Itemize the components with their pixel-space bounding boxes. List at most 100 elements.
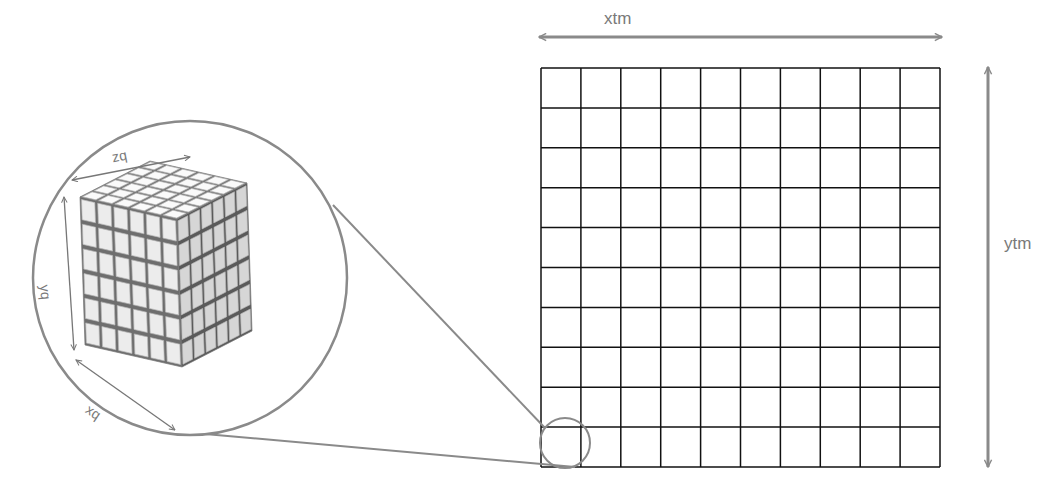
small-cube — [84, 274, 98, 297]
dimension-arrow — [539, 36, 942, 39]
small-cube — [115, 232, 129, 255]
small-cube — [86, 323, 100, 346]
small-cube — [237, 210, 247, 235]
grid-line — [541, 267, 940, 269]
small-cube — [114, 207, 128, 230]
grid-line — [541, 386, 940, 388]
small-cube — [146, 214, 160, 237]
small-cube — [202, 204, 212, 229]
grid-line — [859, 68, 861, 467]
small-cube — [149, 288, 163, 311]
small-cube — [164, 267, 178, 290]
small-cube — [192, 284, 202, 309]
dimension-label: ytm — [1004, 234, 1031, 253]
cube-illustration — [80, 161, 252, 367]
small-cube — [116, 256, 130, 279]
dimension-arrow — [987, 67, 990, 467]
small-cube — [180, 265, 190, 290]
small-cube — [166, 317, 180, 340]
dimension-arrow — [64, 197, 74, 350]
small-cube — [181, 290, 191, 315]
small-cube — [216, 272, 226, 297]
dimension-arrow — [72, 157, 190, 180]
grid-line — [541, 307, 940, 309]
small-cube — [175, 204, 198, 212]
small-cube — [99, 228, 113, 251]
small-cube — [100, 277, 114, 300]
grid-line — [939, 68, 941, 467]
small-cube — [190, 210, 200, 235]
small-cube — [228, 290, 238, 315]
grid-line — [541, 466, 940, 468]
small-cube — [213, 198, 223, 223]
grid-line — [899, 68, 901, 467]
small-cube — [217, 321, 227, 346]
grid — [541, 68, 940, 467]
dimension-label: yq — [37, 284, 54, 300]
small-cube — [182, 314, 192, 339]
small-cube — [150, 313, 164, 336]
small-cube — [237, 186, 247, 211]
leader-line — [205, 434, 575, 467]
cube-face — [80, 197, 182, 367]
small-cube — [162, 218, 176, 241]
small-cube — [225, 192, 235, 217]
cube-face — [80, 161, 247, 219]
grid-line — [541, 347, 940, 349]
small-cube — [130, 211, 144, 234]
small-cube — [131, 235, 145, 258]
small-cube — [198, 192, 221, 200]
small-cube — [102, 327, 116, 350]
leader-line — [333, 205, 545, 428]
small-cube — [163, 243, 177, 266]
small-cube — [240, 284, 250, 309]
grid-line — [541, 426, 940, 428]
small-cube — [165, 292, 179, 315]
small-cube — [206, 327, 216, 352]
small-cube — [182, 339, 192, 364]
small-cube — [229, 315, 239, 340]
small-cube — [192, 259, 202, 284]
small-cube — [83, 249, 97, 272]
small-cube — [148, 264, 162, 287]
small-cube — [187, 198, 210, 206]
small-cube — [215, 247, 225, 272]
small-cube — [226, 216, 236, 241]
small-cube — [222, 180, 245, 188]
zoom-circle — [540, 418, 590, 468]
dimension-arrow — [76, 360, 175, 430]
small-cube — [194, 333, 204, 358]
small-cube — [217, 296, 227, 321]
small-cube — [150, 338, 164, 361]
grid-line — [820, 68, 822, 467]
small-cube — [116, 281, 130, 304]
small-cube — [82, 200, 96, 223]
small-cube — [191, 234, 201, 259]
small-cube — [99, 253, 113, 276]
dimension-label: xtm — [604, 9, 631, 28]
small-cube — [193, 308, 203, 333]
small-cube — [238, 235, 248, 260]
dimension-label: zq — [111, 147, 129, 166]
small-cube — [178, 216, 188, 241]
small-cube — [227, 241, 237, 266]
small-cube — [82, 224, 96, 247]
small-cube — [179, 240, 189, 265]
small-cube — [134, 334, 148, 357]
small-cube — [133, 285, 147, 308]
small-cube — [101, 302, 115, 325]
small-cube — [132, 260, 146, 283]
small-cube — [202, 228, 212, 253]
small-cube — [117, 306, 131, 329]
small-cube — [163, 210, 186, 218]
small-cube — [239, 260, 249, 285]
small-cube — [147, 239, 161, 262]
small-cube — [133, 309, 147, 332]
small-cube — [203, 253, 213, 278]
small-cube — [227, 266, 237, 291]
small-cube — [204, 278, 214, 303]
small-cube — [241, 309, 251, 334]
small-cube — [210, 186, 233, 194]
small-cube — [85, 298, 99, 321]
